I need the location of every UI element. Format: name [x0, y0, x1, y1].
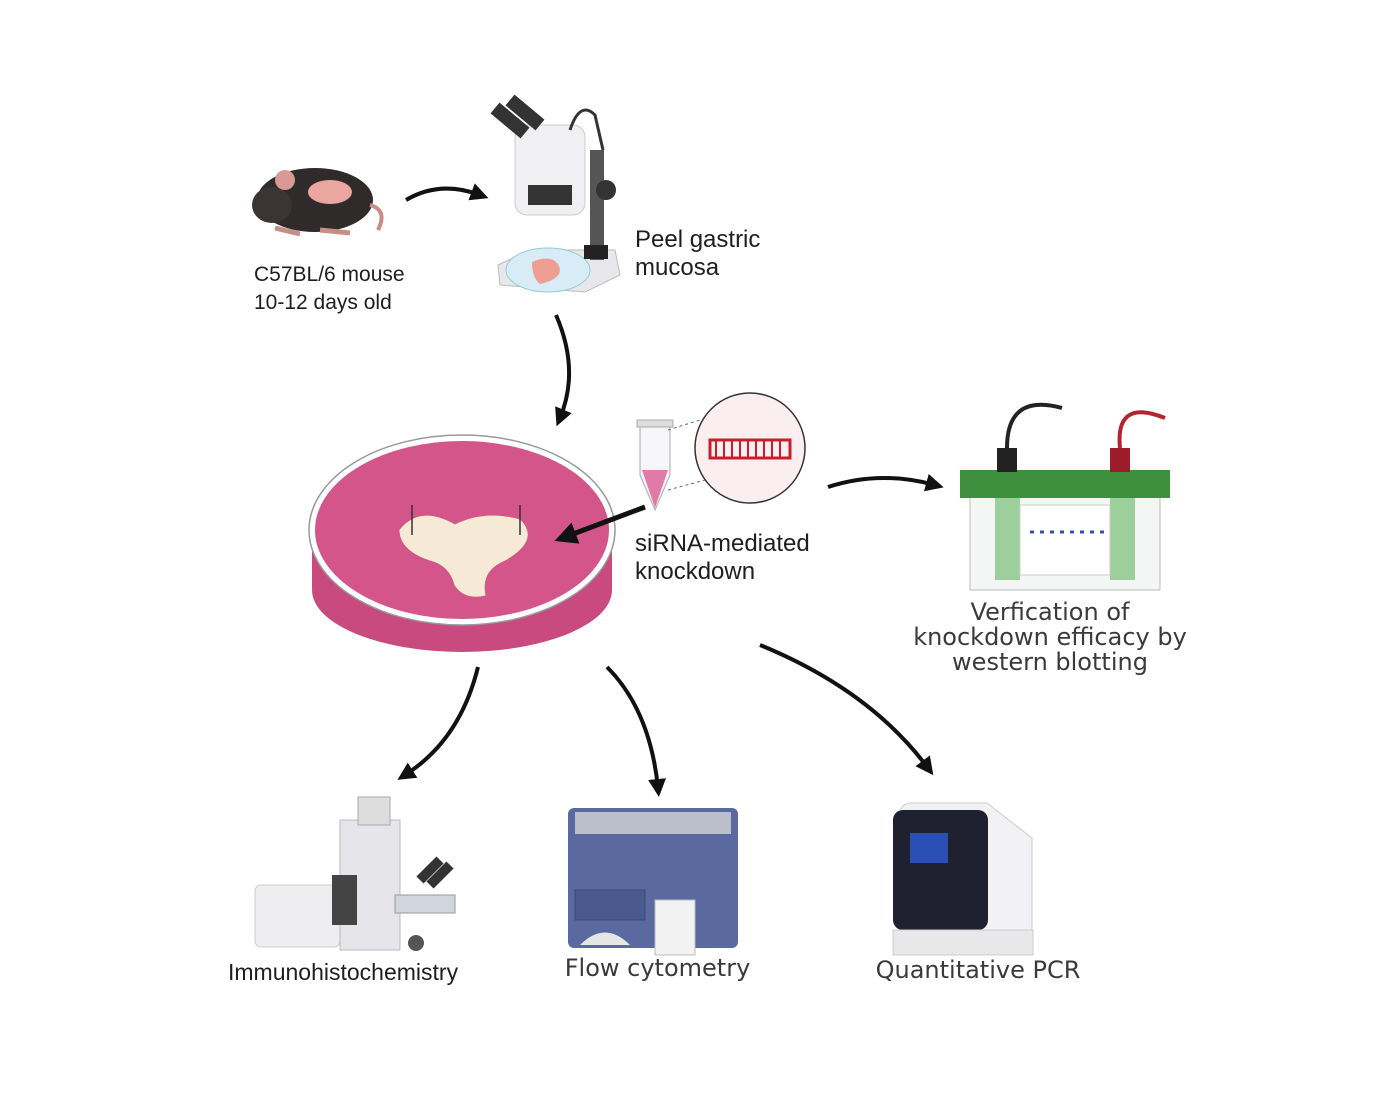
arrow-to-ihc — [397, 666, 480, 780]
sirna-tube-icon — [636, 392, 806, 512]
ihc-label: Immunohistochemistry — [228, 959, 459, 985]
mouse-label-line2: 10-12 days old — [254, 291, 392, 314]
peel-label-line2: mucosa — [635, 254, 720, 281]
arrow-to-flow — [605, 665, 667, 797]
sirna-label-line1: siRNA-mediated — [635, 530, 810, 557]
flow-cytometer-icon — [568, 808, 738, 956]
western-blot-label-line3: western blotting — [952, 648, 1148, 676]
western-blot-label: Verfication of knockdown efficacy by wes… — [910, 600, 1190, 675]
gel-electrophoresis-icon — [960, 402, 1170, 591]
western-blot-label-line1: Verfication of — [970, 598, 1130, 626]
flow-cytometry-label: Flow cytometry — [564, 954, 751, 982]
western-blot-label-line2: knockdown efficacy by — [913, 623, 1187, 651]
arrow-to-qpcr — [759, 643, 934, 776]
qpcr-machine-icon — [892, 802, 1034, 956]
mouse-label-line1: C57BL/6 mouse — [254, 263, 405, 286]
petri-dish-icon — [308, 434, 616, 652]
sirna-label-line2: knockdown — [635, 558, 756, 585]
inverted-microscope-icon — [254, 796, 456, 951]
mouse-label: C57BL/6 mouse 10-12 days old — [254, 261, 405, 317]
mouse-icon — [252, 168, 384, 237]
peel-label-line1: Peel gastric — [635, 226, 761, 253]
arrow-sirna-to-dish — [554, 504, 646, 544]
peel-label: Peel gastric mucosa — [635, 226, 760, 282]
arrow-to-western-blot — [827, 473, 944, 492]
stereo-microscope-icon — [490, 94, 621, 293]
arrow-mouse-to-microscope — [404, 183, 489, 202]
sirna-label: siRNA-mediated knockdown — [635, 530, 810, 586]
arrow-microscope-to-dish — [554, 314, 572, 427]
qpcr-label: Quantitative PCR — [875, 956, 1081, 984]
